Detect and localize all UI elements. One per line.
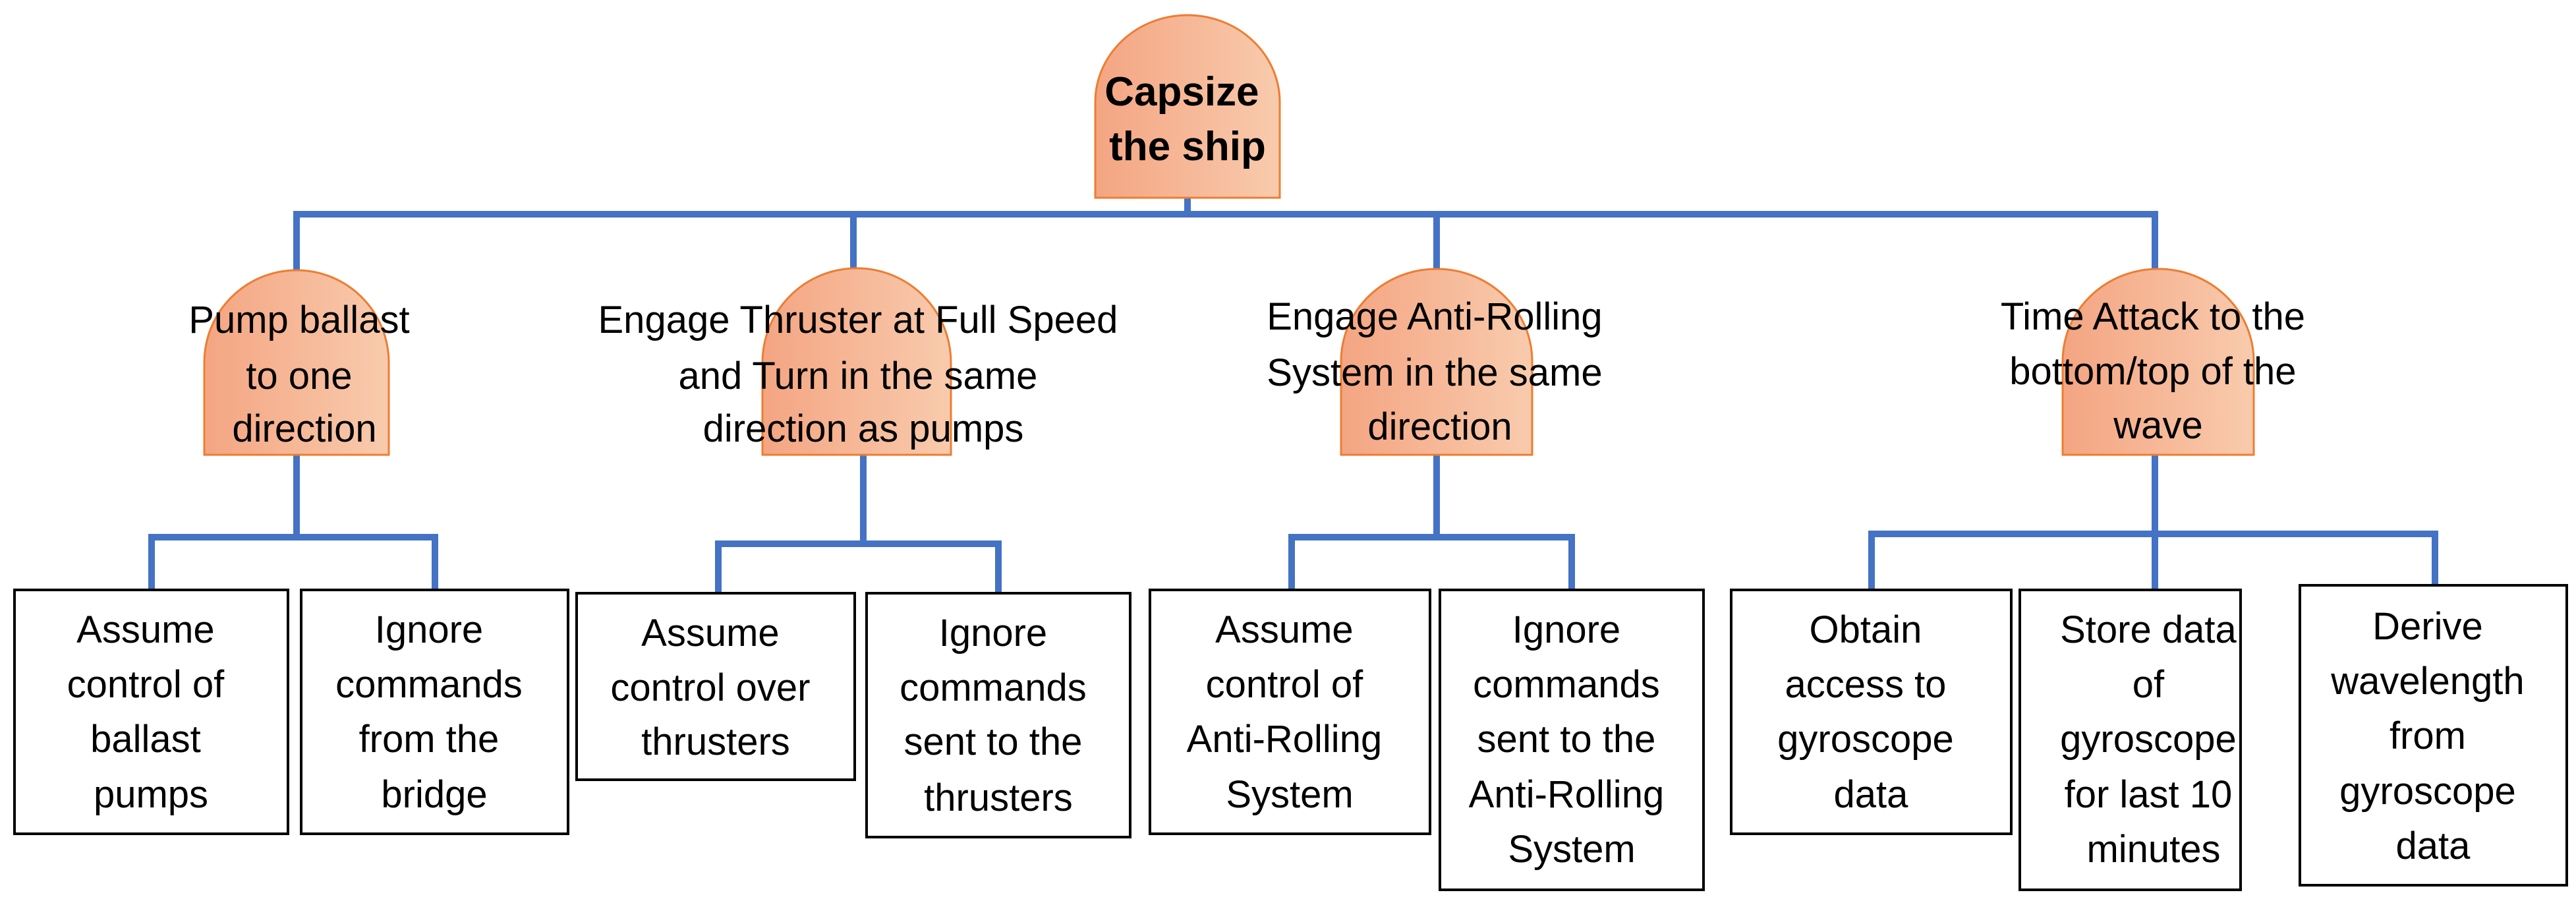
leaf-label-line: wavelength bbox=[2330, 660, 2524, 703]
leaf-label: Ignore commands from the bridge bbox=[335, 608, 533, 816]
leaf-label-line: System bbox=[1508, 828, 1635, 871]
subgoal-4-label-line: Time Attack to the bbox=[2001, 295, 2305, 338]
subgoal-1-label-line: to one bbox=[246, 355, 352, 397]
leaf-label-line: thrusters bbox=[641, 720, 790, 763]
leaf-box bbox=[1730, 589, 2013, 835]
subgoal-1-label: Pump ballast to one direction bbox=[188, 299, 420, 450]
leaf-label: Derive wavelength from gyroscope data bbox=[2330, 605, 2535, 867]
leaf-2b: Ignore commands sent to the thrusters bbox=[865, 592, 1131, 838]
leaf-label-line: Ignore bbox=[1512, 608, 1620, 651]
subgoal-3-label-line: Engage Anti-Rolling bbox=[1267, 295, 1602, 338]
root-gate-shape bbox=[1094, 14, 1281, 199]
subgoal-3-label-line: System in the same bbox=[1267, 351, 1602, 394]
leaf-box bbox=[865, 592, 1131, 838]
leaf-box bbox=[2018, 589, 2242, 891]
subgoal-1-label-line: Pump ballast bbox=[188, 299, 409, 341]
leaf-label-line: Assume bbox=[1215, 608, 1354, 651]
leaf-label-line: thrusters bbox=[924, 776, 1073, 819]
leaf-label-line: for last 10 bbox=[2065, 773, 2233, 816]
leaf-box bbox=[2299, 584, 2568, 887]
leaf-label-line: of bbox=[2132, 663, 2165, 706]
leaf-label-line: control of bbox=[67, 663, 225, 706]
leaf-label-line: Assume bbox=[641, 612, 780, 655]
leaf-label-line: control of bbox=[1206, 663, 1363, 706]
root-node: Capsize the ship bbox=[1094, 14, 1281, 199]
leaf-label: Assume control of Anti-Rolling System bbox=[1187, 608, 1393, 816]
subgoal-4-gate-shape bbox=[2061, 268, 2255, 456]
leaf-label-line: control over bbox=[610, 666, 810, 709]
subgoal-2-label-line: and Turn in the same bbox=[678, 355, 1037, 397]
leaf-label-line: minutes bbox=[2086, 828, 2220, 871]
leaf-label-line: data bbox=[1834, 773, 1909, 816]
root-label-line: the ship bbox=[1109, 124, 1266, 169]
leaf-label-line: gyroscope bbox=[2339, 770, 2516, 813]
leaf-label-line: Anti-Rolling bbox=[1187, 718, 1383, 761]
leaf-box bbox=[13, 589, 289, 835]
leaf-label-line: Anti-Rolling bbox=[1469, 773, 1665, 816]
subgoal-3-gate-shape bbox=[1340, 268, 1533, 456]
leaf-label-line: from bbox=[2390, 714, 2466, 757]
subgoal-2-label: Engage Thruster at Full Speed and Turn i… bbox=[598, 299, 1129, 450]
root-label-line: Capsize bbox=[1104, 69, 1259, 115]
subgoal-1-label-line: direction bbox=[232, 407, 376, 450]
leaf-label-line: gyroscope bbox=[1777, 718, 1954, 761]
leaf-label-line: pumps bbox=[94, 773, 208, 816]
subgoal-4-node: Time Attack to the bottom/top of the wav… bbox=[2001, 268, 2316, 456]
leaf-label-line: Derive bbox=[2372, 605, 2483, 648]
leaf-label: Store data of gyroscope for last 10 minu… bbox=[2060, 608, 2247, 871]
leaf-label-line: bridge bbox=[381, 773, 487, 816]
leaf-label: Assume control over thrusters bbox=[610, 612, 820, 763]
leaf-box bbox=[1149, 589, 1431, 835]
leaf-label-line: System bbox=[1226, 773, 1353, 816]
leaf-box bbox=[300, 589, 569, 835]
leaf-label-line: Obtain bbox=[1809, 608, 1922, 651]
leaf-label: Obtain access to gyroscope data bbox=[1777, 608, 1964, 816]
leaf-label-line: access to bbox=[1785, 663, 1946, 706]
leaf-2a: Assume control over thrusters bbox=[575, 592, 856, 781]
leaf-3b: Ignore commands sent to the Anti-Rolling… bbox=[1439, 589, 1705, 891]
subgoal-2-label-line: Engage Thruster at Full Speed bbox=[598, 299, 1118, 341]
leaf-1b: Ignore commands from the bridge bbox=[300, 589, 569, 835]
subgoal-2-node: Engage Thruster at Full Speed and Turn i… bbox=[598, 267, 1129, 456]
subgoal-3-node: Engage Anti-Rolling System in the same d… bbox=[1267, 268, 1613, 456]
connectors bbox=[148, 194, 2438, 597]
leaf-1a: Assume control of ballast pumps bbox=[13, 589, 289, 835]
leaf-label: Ignore commands sent to the thrusters bbox=[900, 612, 1097, 819]
leaf-label-line: commands bbox=[1473, 663, 1660, 706]
leaf-4c: Derive wavelength from gyroscope data bbox=[2299, 584, 2568, 887]
subgoal-2-label-line: direction as pumps bbox=[703, 407, 1024, 450]
leaf-label-line: from the bbox=[359, 718, 500, 761]
leaf-label: Assume control of ballast pumps bbox=[67, 608, 235, 816]
subgoal-1-node: Pump ballast to one direction bbox=[188, 269, 420, 456]
subgoal-1-gate-shape bbox=[203, 269, 390, 456]
leaf-label-line: data bbox=[2396, 825, 2471, 867]
leaf-box bbox=[575, 592, 856, 781]
leaf-label-line: Ignore bbox=[375, 608, 483, 651]
subgoal-4-label-line: wave bbox=[2113, 404, 2202, 447]
root-label: Capsize the ship bbox=[1104, 69, 1271, 169]
subgoal-4-label-line: bottom/top of the bbox=[2009, 350, 2296, 393]
leaf-label-line: gyroscope bbox=[2060, 718, 2237, 761]
leaf-label-line: Store data bbox=[2060, 608, 2237, 651]
leaf-label-line: Ignore bbox=[939, 612, 1047, 655]
subgoal-2-gate-shape bbox=[761, 267, 952, 456]
leaf-label-line: commands bbox=[335, 663, 523, 706]
leaf-label-line: sent to the bbox=[1477, 718, 1656, 761]
subgoal-3-label-line: direction bbox=[1367, 405, 1512, 448]
leaf-4a: Obtain access to gyroscope data bbox=[1730, 589, 2013, 835]
leaf-label-line: commands bbox=[900, 666, 1087, 709]
subgoal-4-label: Time Attack to the bottom/top of the wav… bbox=[2001, 295, 2316, 447]
leaf-3a: Assume control of Anti-Rolling System bbox=[1149, 589, 1431, 835]
subgoal-3-label: Engage Anti-Rolling System in the same d… bbox=[1267, 295, 1613, 448]
leaf-label-line: ballast bbox=[90, 718, 201, 761]
leaf-label-line: Assume bbox=[76, 608, 215, 651]
leaf-4b: Store data of gyroscope for last 10 minu… bbox=[2018, 589, 2247, 891]
leaf-box bbox=[1439, 589, 1705, 891]
leaf-label: Ignore commands sent to the Anti-Rolling… bbox=[1469, 608, 1675, 871]
leaf-label-line: sent to the bbox=[904, 720, 1083, 763]
